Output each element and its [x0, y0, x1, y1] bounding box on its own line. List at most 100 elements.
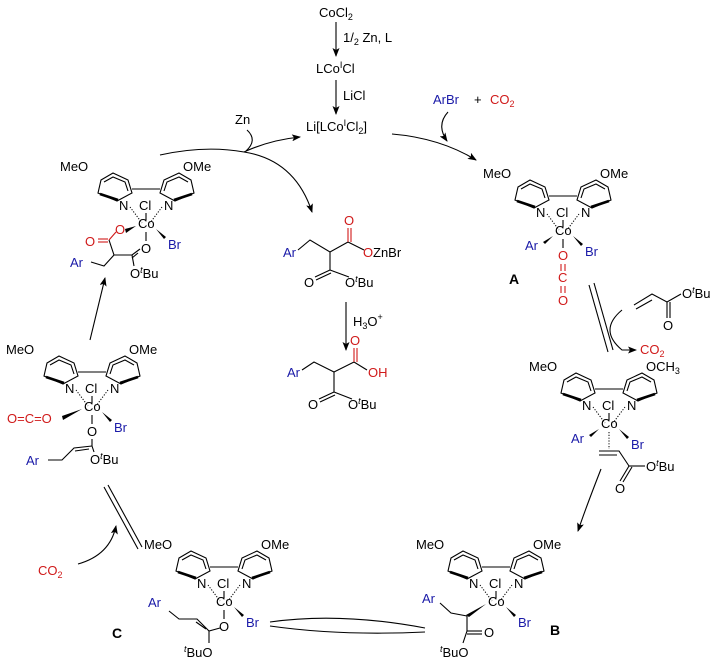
ome-label: OMe	[129, 342, 157, 357]
n-label: N	[581, 205, 590, 220]
otbu-label: OtBu	[348, 396, 377, 412]
co-label: Co	[84, 399, 101, 414]
n-label: N	[110, 381, 119, 396]
n-label: N	[627, 398, 636, 413]
ome-label: OMe	[600, 166, 628, 181]
cycle-arc-top-left	[159, 148, 245, 156]
complex-pi-acrylate: MeO OCH3 N N Cl Co Ar Br O OtBu	[529, 359, 680, 496]
n-label: N	[164, 198, 173, 213]
carboxyl-o: O	[350, 333, 360, 348]
ar-label: Ar	[422, 591, 436, 606]
cl-label: Cl	[217, 576, 229, 591]
equilibrium-B-C-bottom	[269, 625, 426, 634]
ar-label: Ar	[525, 238, 539, 253]
br-label: Br	[631, 437, 645, 452]
co-label: Co	[555, 223, 572, 238]
equilibrium-arrow-forward	[588, 284, 609, 353]
complex-enolate-co2: MeO OMe N N Cl Co O=C=O Br O Ar OtBu	[6, 342, 157, 468]
ar-label: Ar	[571, 431, 585, 446]
step1-reagent: 1/2 Zn, L	[343, 30, 392, 47]
acrylate-curve-arrow	[609, 309, 637, 354]
carbonyl-o: O	[615, 481, 625, 496]
meo-label: MeO	[416, 537, 444, 552]
zn-curve	[245, 129, 253, 152]
complex-A: MeO OMe N N Cl Co Ar Br O C O A	[483, 166, 628, 308]
licl-reagent: LiCl	[343, 88, 366, 103]
ar-label: Ar	[148, 595, 162, 610]
complex-C: MeO OMe N N Cl Co O Ar tBuO Br C	[112, 537, 289, 660]
ome-label: OMe	[533, 537, 561, 552]
arbr-reagent: ArBr	[433, 92, 460, 107]
cl-label: Cl	[602, 398, 614, 413]
zinc-salt-product: Ar O O ZnBr O OtBu	[283, 213, 402, 290]
n-label: N	[65, 381, 74, 396]
co-label: Co	[138, 216, 155, 231]
o-label: O	[558, 248, 568, 263]
cl-label: Cl	[489, 576, 501, 591]
catalyst-label: Li[LCoICl2]	[306, 118, 367, 136]
otbu-label: OtBu	[646, 458, 675, 474]
otbu-label: OtBu	[90, 451, 119, 467]
top-sequence: CoCl2 1/2 Zn, L LCoICl LiCl Li[LCoICl2]	[306, 5, 392, 136]
cocl2-label: CoCl2	[319, 5, 353, 22]
co-label: Co	[601, 416, 618, 431]
br-label: Br	[114, 420, 128, 435]
acrylate-otbu: OtBu	[682, 285, 711, 301]
zn-reagent: Zn	[235, 112, 250, 127]
arrow-to-catalyst	[243, 134, 301, 153]
o-label: O	[558, 293, 568, 308]
n-label: N	[119, 198, 128, 213]
znbr-label: ZnBr	[373, 245, 402, 260]
ar-label: Ar	[283, 245, 297, 260]
tbuo-label: tBuO	[440, 644, 469, 660]
arbr-curve-arrow	[439, 111, 449, 142]
och3-label: OCH3	[646, 359, 680, 376]
co-label: Co	[488, 594, 505, 609]
ester-carbonyl-o: O	[308, 397, 318, 412]
arrow-to-A	[391, 133, 477, 161]
complex-label-B: B	[550, 622, 560, 638]
enolate-o: O	[219, 619, 229, 634]
c-label: C	[558, 270, 567, 285]
meo-label: MeO	[144, 537, 172, 552]
complex-B: MeO OMe N N Cl Co Ar O tBuO Br B	[416, 537, 561, 660]
n-label: N	[514, 576, 523, 591]
ester-carbonyl-o: O	[304, 275, 314, 290]
meo-label: MeO	[483, 166, 511, 181]
ome-label: OMe	[183, 159, 211, 174]
meo-label: MeO	[60, 159, 88, 174]
carboxylate-o: O	[115, 222, 125, 237]
co2-released: CO2	[640, 342, 665, 359]
n-label: N	[242, 576, 251, 591]
co2-curve-arrow	[77, 525, 118, 565]
arrow-to-carboxylate	[89, 277, 107, 341]
ozn-o: O	[363, 245, 373, 260]
tbu-acrylate: O OtBu	[633, 285, 711, 333]
complex-label-A: A	[509, 271, 519, 287]
acid-product: Ar O OH O OtBu	[287, 333, 388, 412]
ome-label: OMe	[261, 537, 289, 552]
lcoicl-label: LCoICl	[316, 60, 355, 76]
carbonyl-o: O	[484, 625, 494, 640]
tbuo-label: tBuO	[184, 644, 213, 660]
equilibrium-B-C-top	[269, 617, 426, 629]
n-label: N	[469, 576, 478, 591]
br-label: Br	[518, 615, 532, 630]
acrylate-carbonyl-o: O	[663, 318, 673, 333]
otbu-label: OtBu	[345, 274, 374, 290]
complex-label-C: C	[112, 625, 122, 641]
carbonyl-o-red: O	[85, 234, 95, 249]
equilibrium-arrow-back	[593, 282, 614, 351]
plus-sign: +	[474, 92, 482, 107]
otbu-label: OtBu	[130, 265, 159, 281]
cl-label: Cl	[85, 381, 97, 396]
equilibrium-C-back	[107, 484, 143, 548]
co-label: Co	[216, 594, 233, 609]
n-label: N	[197, 576, 206, 591]
ester-o: O	[141, 241, 151, 256]
ar-label: Ar	[26, 453, 40, 468]
arrow-to-zinc-salt	[243, 151, 313, 213]
ar-label: Ar	[70, 255, 84, 270]
carboxyl-o: O	[344, 213, 354, 228]
